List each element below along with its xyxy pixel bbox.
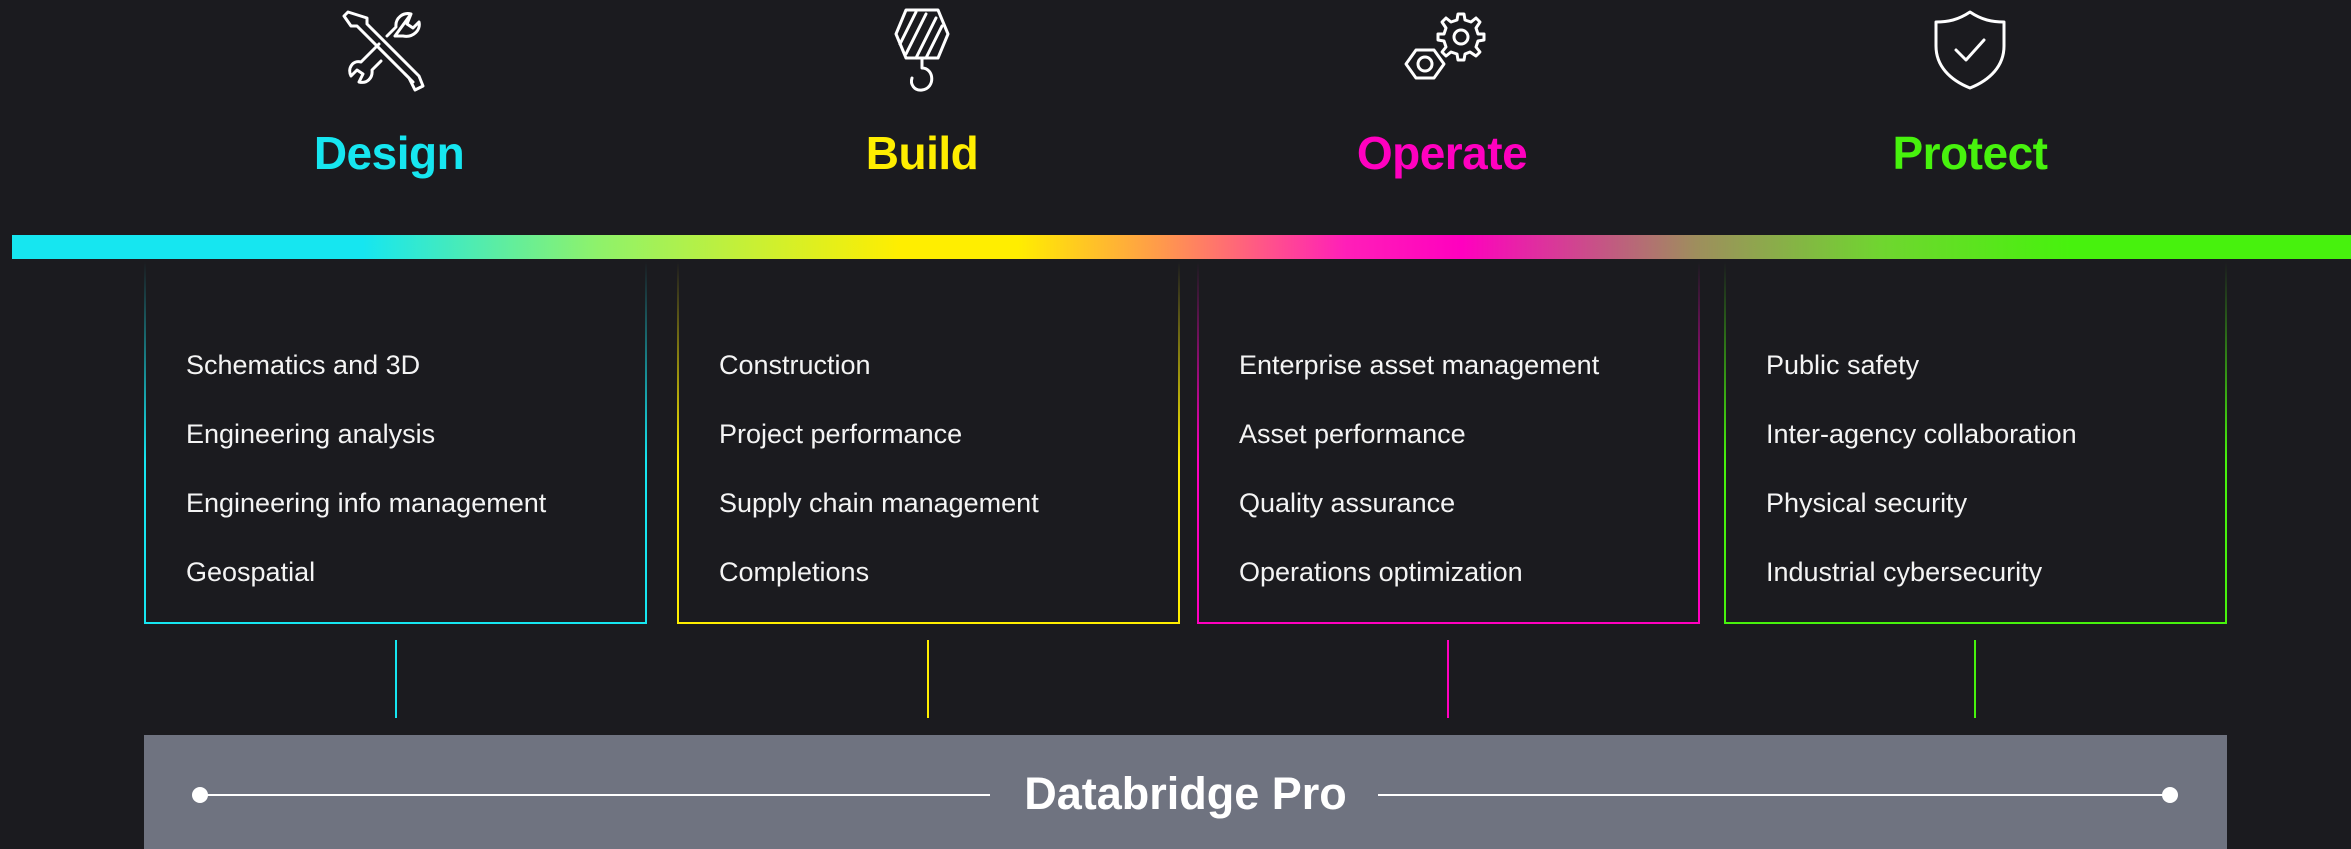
list-item: Physical security xyxy=(1766,488,1968,518)
list-item: Public safety xyxy=(1766,350,1920,380)
build-capabilities-list: Construction Project performance Supply … xyxy=(679,262,1178,607)
list-item: Industrial cybersecurity xyxy=(1766,557,2043,587)
list-item: Construction xyxy=(719,350,871,380)
list-item: Operations optimization xyxy=(1239,557,1523,587)
protect-connector xyxy=(1974,640,1976,718)
protect-capabilities-box: Public safety Inter-agency collaboration… xyxy=(1724,262,2227,624)
list-item: Asset performance xyxy=(1239,419,1466,449)
stage-title-build: Build xyxy=(865,127,979,179)
list-item: Quality assurance xyxy=(1239,488,1456,518)
stage-title-design: Design xyxy=(313,127,465,179)
operate-capabilities-box: Enterprise asset management Asset perfor… xyxy=(1197,262,1700,624)
design-capabilities-box: Schematics and 3D Engineering analysis E… xyxy=(144,262,647,624)
platform-line-endpoint-right xyxy=(2162,787,2178,803)
list-item: Inter-agency collaboration xyxy=(1766,419,2077,449)
list-item: Completions xyxy=(719,557,870,587)
gears-icon xyxy=(1398,6,1486,94)
platform-title: Databridge Pro xyxy=(1024,768,1347,819)
list-item: Engineering analysis xyxy=(186,419,436,449)
platform-bar: Databridge Pro xyxy=(144,735,2227,849)
platform-line-left xyxy=(200,794,990,796)
stage-title-operate: Operate xyxy=(1356,127,1528,179)
list-item: Enterprise asset management xyxy=(1239,350,1600,380)
operate-connector xyxy=(1447,640,1449,718)
list-item: Supply chain management xyxy=(719,488,1039,518)
platform-line-right xyxy=(1378,794,2168,796)
build-capabilities-box: Construction Project performance Supply … xyxy=(677,262,1180,624)
tools-icon xyxy=(339,6,427,94)
list-item: Schematics and 3D xyxy=(186,350,421,380)
list-item: Engineering info management xyxy=(186,488,547,518)
shield-check-icon xyxy=(1926,6,2014,94)
stage-title-protect: Protect xyxy=(1892,127,2048,179)
operate-capabilities-list: Enterprise asset management Asset perfor… xyxy=(1199,262,1698,607)
list-item: Geospatial xyxy=(186,557,316,587)
protect-capabilities-list: Public safety Inter-agency collaboration… xyxy=(1726,262,2225,607)
crane-hook-icon xyxy=(878,6,966,94)
design-capabilities-list: Schematics and 3D Engineering analysis E… xyxy=(146,262,645,607)
list-item: Project performance xyxy=(719,419,963,449)
design-connector xyxy=(395,640,397,718)
lifecycle-gradient-bar xyxy=(12,235,2351,259)
build-connector xyxy=(927,640,929,718)
